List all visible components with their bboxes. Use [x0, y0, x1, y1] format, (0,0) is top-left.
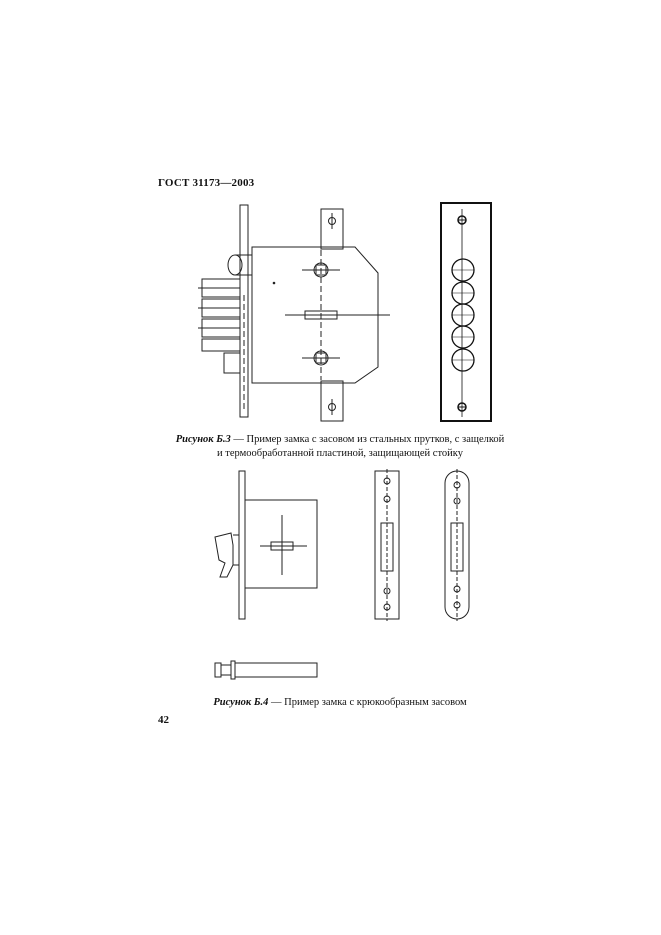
figure-b3-lock-drawing [190, 195, 510, 425]
figure-b4-label: Рисунок Б.4 [213, 697, 269, 708]
figure-b4-caption: Рисунок Б.4 — Пример замка с крюкообразн… [150, 696, 530, 710]
figure-b3-label: Рисунок Б.3 [175, 434, 231, 445]
figure-b3-caption-line1: — Пример замка с засовом из стальных пру… [230, 434, 505, 445]
figure-b4-lock-drawing [205, 465, 505, 685]
page-number: 42 [158, 714, 169, 726]
figure-b4-caption-text: — Пример замка с крюкообразным засовом [268, 697, 467, 708]
document-code-header: ГОСТ 31173—2003 [158, 177, 255, 189]
figure-b3-caption-line2: и термообработанной пластиной, защищающе… [217, 448, 463, 459]
figure-b3-caption: Рисунок Б.3 — Пример замка с засовом из … [150, 433, 530, 461]
